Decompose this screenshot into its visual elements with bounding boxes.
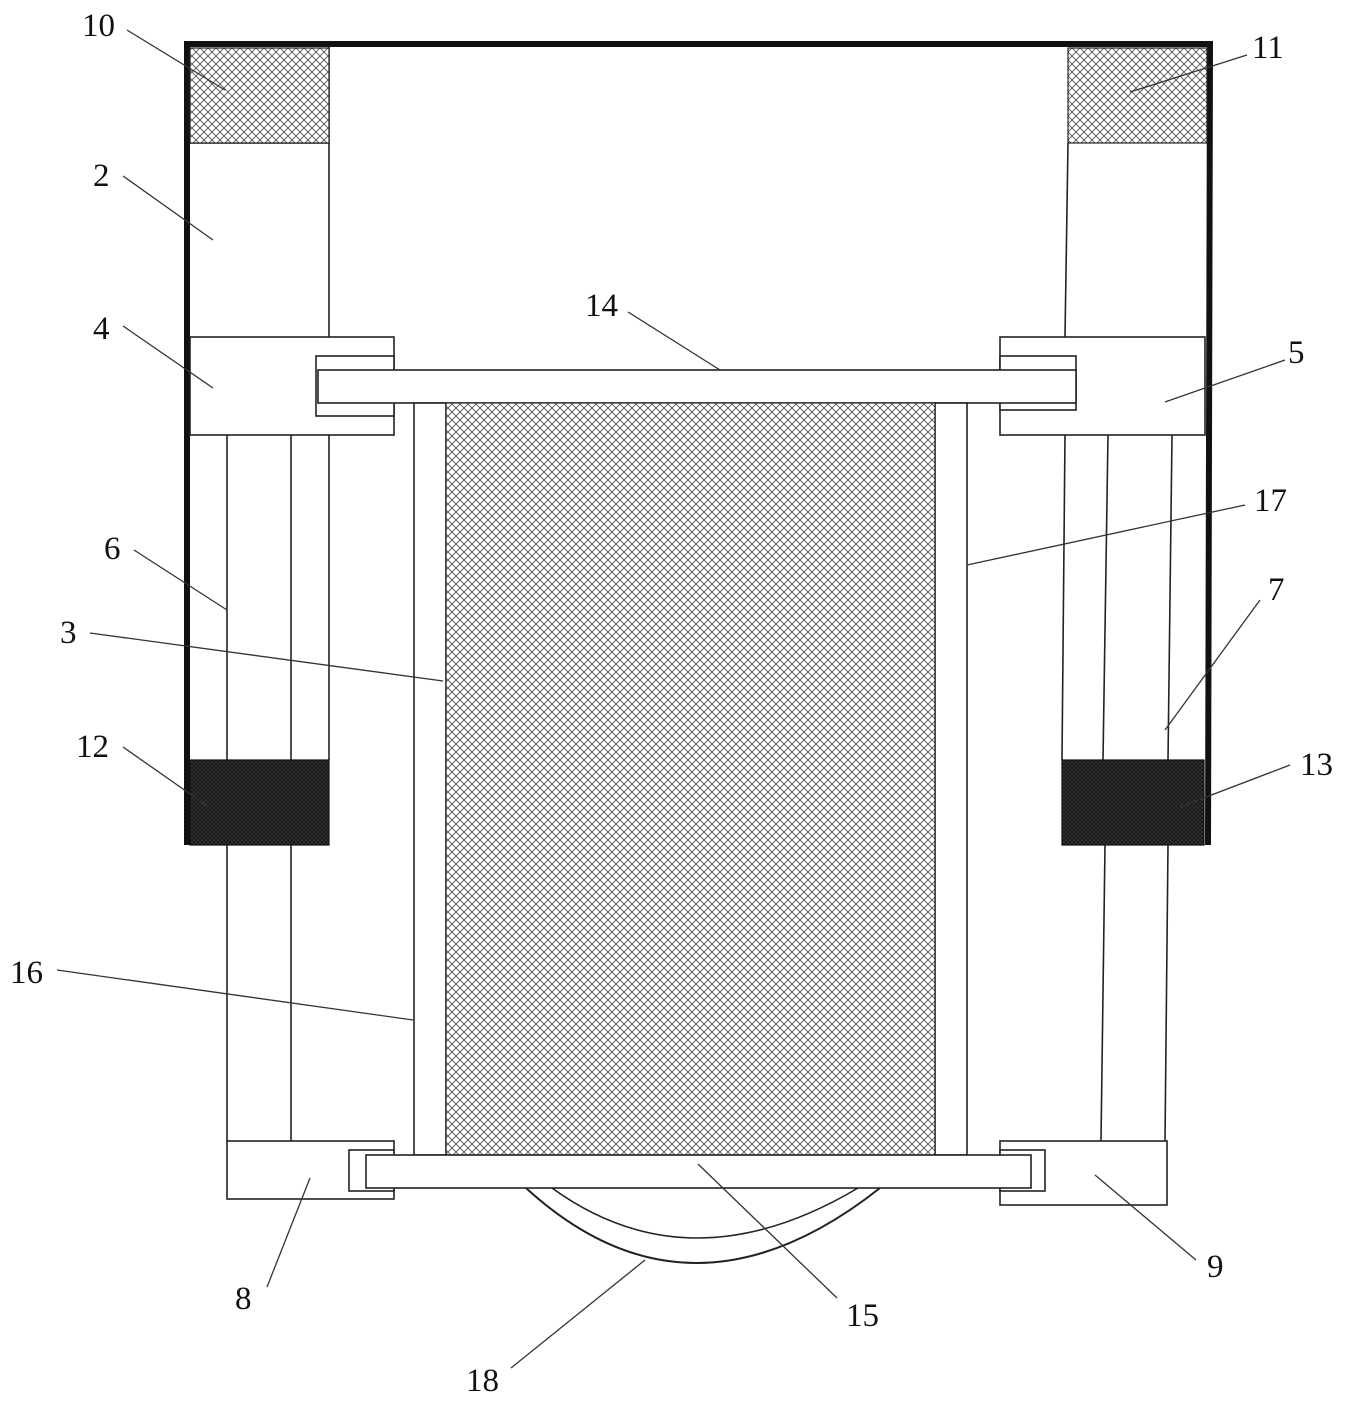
lower-roller (365, 1154, 1032, 1189)
right-rod-a-upper (1102, 434, 1109, 761)
label-15: 15 (846, 1298, 879, 1334)
right-rod-a-lower (1100, 844, 1106, 1142)
label-13: 13 (1300, 747, 1333, 783)
right-frame-bar (934, 402, 968, 1156)
label-2: 2 (93, 158, 110, 194)
label-10: 10 (82, 8, 115, 44)
label-5: 5 (1288, 335, 1305, 371)
label-14: 14 (585, 288, 618, 324)
right-seal-block (1061, 759, 1205, 846)
label-3: 3 (60, 615, 77, 651)
right-rod-b-lower (1164, 844, 1169, 1142)
label-18: 18 (466, 1363, 499, 1399)
label-7: 7 (1268, 572, 1285, 608)
label-17: 17 (1254, 483, 1287, 519)
label-6: 6 (104, 531, 121, 567)
filter-mesh (445, 402, 936, 1156)
top-left-mesh-block (189, 47, 330, 144)
label-9: 9 (1207, 1249, 1224, 1285)
housing-outline (184, 41, 1214, 846)
left-frame-bar (413, 402, 447, 1156)
label-12: 12 (76, 729, 109, 765)
right-column-wall-lower (1061, 434, 1066, 761)
upper-roller (317, 369, 1077, 404)
curved-guide-outer (525, 1187, 881, 1264)
label-4: 4 (93, 311, 110, 347)
leader-lines (56, 29, 1291, 1369)
label-8: 8 (235, 1281, 252, 1317)
left-seal-block (189, 759, 330, 846)
right-rod-b-upper (1167, 434, 1173, 761)
label-11: 11 (1252, 30, 1284, 66)
label-16: 16 (10, 955, 43, 991)
curved-guide-inner (551, 1187, 859, 1239)
right-column-inner-wall (1064, 142, 1069, 338)
top-right-mesh-block (1067, 47, 1208, 144)
